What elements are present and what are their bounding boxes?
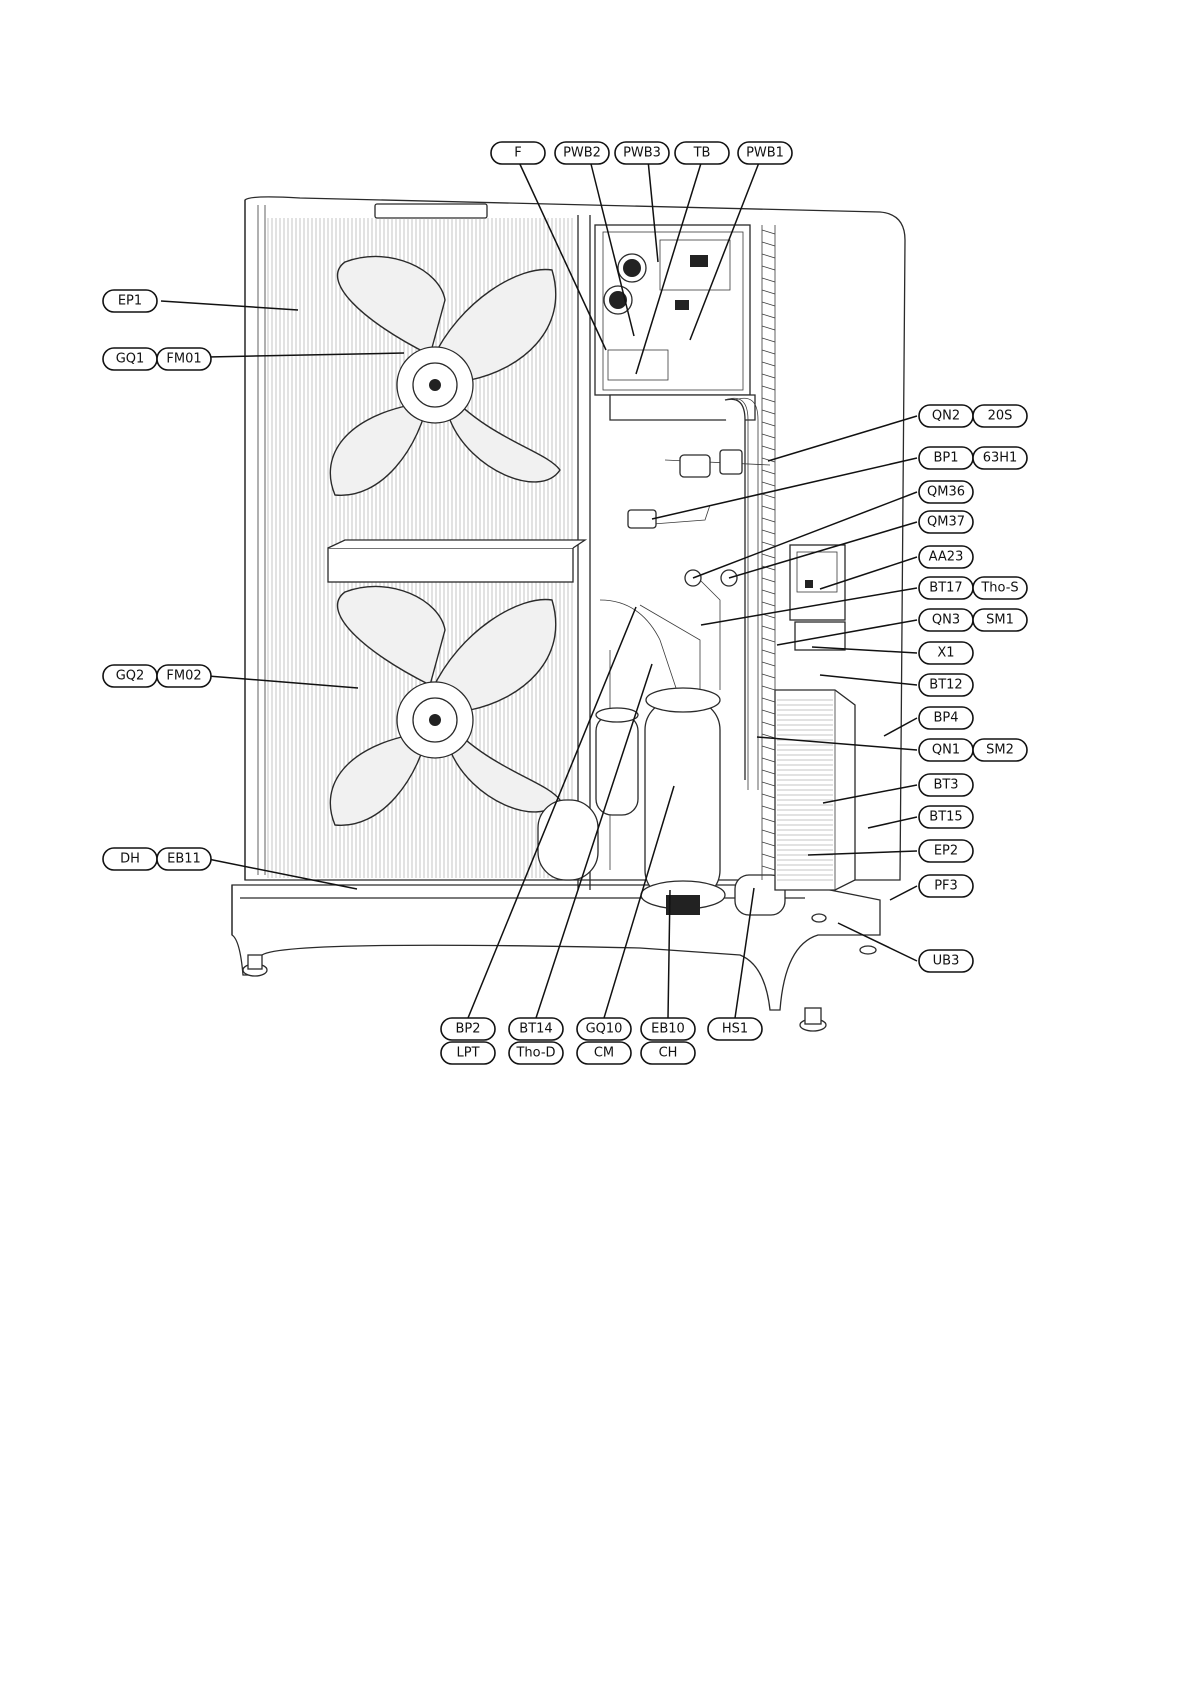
callout-GQ2-text: GQ2 [116, 669, 145, 684]
callout-AA23-text: AA23 [929, 550, 964, 565]
callout-SM1: SM1 [973, 609, 1027, 631]
callout-QN1: QN1 [919, 739, 973, 761]
callout-QM37: QM37 [919, 511, 973, 533]
callout-QN1-text: QN1 [932, 743, 960, 758]
callout-EP1-text: EP1 [118, 294, 142, 309]
callout-BP1-text: BP1 [933, 451, 958, 466]
callout-GQ1: GQ1 [103, 348, 157, 370]
callout-EP1: EP1 [103, 290, 157, 312]
callout-BT14-text: BT14 [519, 1022, 552, 1037]
callout-GQ10-text: GQ10 [586, 1022, 623, 1037]
callout-LPT-text: LPT [456, 1046, 479, 1061]
callout-EB10-text: EB10 [651, 1022, 685, 1037]
callout-BT12: BT12 [919, 674, 973, 696]
callout-EB11: EB11 [157, 848, 211, 870]
callout-BT15: BT15 [919, 806, 973, 828]
callout-GQ2: GQ2 [103, 665, 157, 687]
callout-X1-text: X1 [937, 646, 954, 661]
callout-PWB1: PWB1 [738, 142, 792, 164]
callout-Tho-D: Tho-D [509, 1042, 563, 1064]
callout-PWB1-text: PWB1 [746, 146, 784, 161]
callout-PWB3: PWB3 [615, 142, 669, 164]
callout-BT12-text: BT12 [929, 678, 962, 693]
callout-CH: CH [641, 1042, 695, 1064]
callout-Tho-S: Tho-S [973, 577, 1027, 599]
callout-HS1-text: HS1 [722, 1022, 748, 1037]
callout-FM01-text: FM01 [166, 352, 201, 367]
callout-CM-text: CM [594, 1046, 614, 1061]
callout-63H1: 63H1 [973, 447, 1027, 469]
callout-TB-text: TB [693, 146, 711, 161]
callout-BT17-text: BT17 [929, 581, 962, 596]
control-board-area [595, 225, 755, 420]
callout-BT3: BT3 [919, 774, 973, 796]
callout-20S: 20S [973, 405, 1027, 427]
callout-FM02: FM02 [157, 665, 211, 687]
callout-Tho-S-text: Tho-S [980, 581, 1018, 596]
callout-BT14: BT14 [509, 1018, 563, 1040]
callout-DH-text: DH [120, 852, 140, 867]
callout-63H1-text: 63H1 [983, 451, 1018, 466]
callout-Tho-D-text: Tho-D [515, 1046, 555, 1061]
callout-BP1: BP1 [919, 447, 973, 469]
callout-DH: DH [103, 848, 157, 870]
callout-QN3-text: QN3 [932, 613, 960, 628]
callout-SM2: SM2 [973, 739, 1027, 761]
callout-UB3-text: UB3 [933, 954, 960, 969]
callout-EB11-text: EB11 [167, 852, 201, 867]
callout-BP2-text: BP2 [455, 1022, 480, 1037]
callout-F-text: F [514, 146, 521, 161]
callout-FM01: FM01 [157, 348, 211, 370]
callout-PWB2: PWB2 [555, 142, 609, 164]
callout-BT3-text: BT3 [933, 778, 958, 793]
callout-F: F [491, 142, 545, 164]
leader-PF3 [890, 886, 917, 900]
callout-X1: X1 [919, 642, 973, 664]
callout-FM02-text: FM02 [166, 669, 201, 684]
callout-BP4-text: BP4 [933, 711, 958, 726]
callout-QM37-text: QM37 [927, 515, 965, 530]
callout-UB3: UB3 [919, 950, 973, 972]
callout-QN2: QN2 [919, 405, 973, 427]
callout-QN2-text: QN2 [932, 409, 960, 424]
callout-TB: TB [675, 142, 729, 164]
callout-BT15-text: BT15 [929, 810, 962, 825]
heat-pump-illustration [232, 197, 905, 1031]
callout-PWB2-text: PWB2 [563, 146, 601, 161]
callout-QM36-text: QM36 [927, 485, 965, 500]
callout-AA23: AA23 [919, 546, 973, 568]
callout-EP2: EP2 [919, 840, 973, 862]
callout-PWB3-text: PWB3 [623, 146, 661, 161]
callout-EB10: EB10 [641, 1018, 695, 1040]
callout-EP2-text: EP2 [934, 844, 958, 859]
callout-20S-text: 20S [988, 409, 1013, 424]
callout-SM2-text: SM2 [986, 743, 1014, 758]
callout-GQ10: GQ10 [577, 1018, 631, 1040]
callout-BT17: BT17 [919, 577, 973, 599]
callout-HS1: HS1 [708, 1018, 762, 1040]
callout-BP4: BP4 [919, 707, 973, 729]
callout-QM36: QM36 [919, 481, 973, 503]
callout-BP2: BP2 [441, 1018, 495, 1040]
callout-SM1-text: SM1 [986, 613, 1014, 628]
callout-PF3: PF3 [919, 875, 973, 897]
callout-LPT: LPT [441, 1042, 495, 1064]
callout-GQ1-text: GQ1 [116, 352, 145, 367]
callout-PF3-text: PF3 [934, 879, 958, 894]
callout-QN3: QN3 [919, 609, 973, 631]
callout-CM: CM [577, 1042, 631, 1064]
plate-heat-exchanger [775, 690, 855, 890]
callout-CH-text: CH [659, 1046, 678, 1061]
